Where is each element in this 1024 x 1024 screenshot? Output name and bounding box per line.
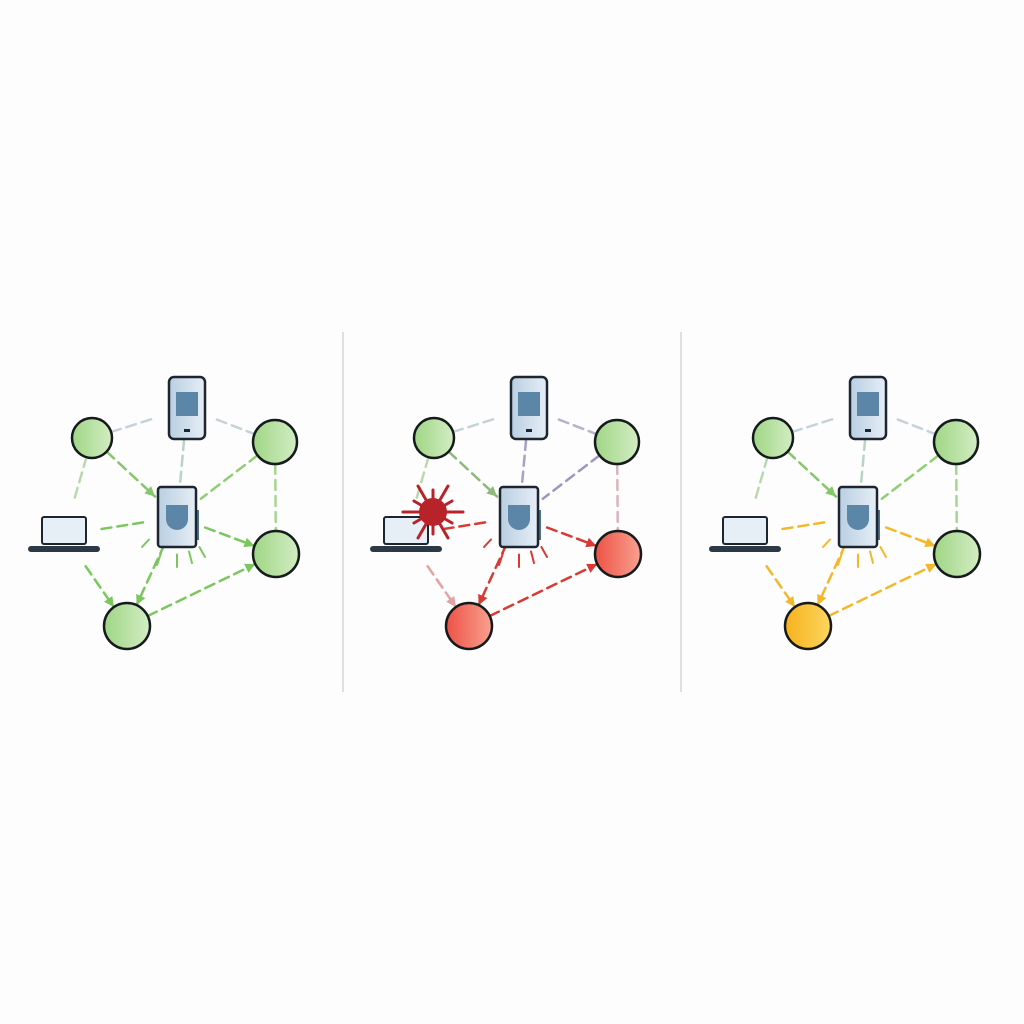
connection-edge (100, 520, 149, 531)
signal-mark (483, 538, 492, 548)
node-healthy (751, 416, 795, 460)
connection-edge (615, 462, 620, 533)
connection-edge (203, 526, 256, 548)
phone-button (526, 429, 532, 432)
node-healthy (932, 529, 982, 579)
arrow-head (104, 596, 114, 608)
connection-edge (859, 438, 867, 489)
phone-button (865, 429, 871, 432)
connection-edge (447, 450, 499, 498)
signal-mark (837, 552, 843, 566)
arrow-head (446, 596, 456, 608)
connection-edge (415, 455, 430, 500)
laptop-icon (28, 516, 100, 552)
laptop-base (370, 546, 442, 552)
laptop-screen (41, 516, 87, 545)
node-healthy (932, 418, 980, 466)
arrow-head (817, 593, 827, 606)
hub-device-icon (156, 485, 199, 549)
arrow-head (925, 563, 937, 573)
connection-edge (146, 562, 257, 618)
connection-edge (781, 520, 830, 531)
connection-edge (754, 455, 769, 500)
smartphone-icon (167, 375, 207, 441)
connection-edge (557, 418, 598, 436)
connection-edge (786, 450, 838, 498)
node-infected (593, 529, 643, 579)
node-healthy (251, 418, 299, 466)
hub-screen (166, 505, 188, 530)
connection-edge (520, 438, 528, 489)
arrow-head (478, 593, 488, 606)
connection-edge (545, 526, 598, 548)
signal-mark (141, 538, 150, 548)
node-healthy (70, 416, 114, 460)
signal-mark (188, 550, 193, 564)
malware-threat-icon (401, 484, 465, 540)
phone-screen (176, 392, 198, 416)
connection-edge (827, 562, 938, 618)
laptop-base (28, 546, 100, 552)
arrow-head (136, 593, 146, 606)
smartphone-icon (848, 375, 888, 441)
signal-mark (869, 550, 874, 564)
node-infected (444, 601, 494, 651)
phone-screen (518, 392, 540, 416)
node-healthy (412, 416, 456, 460)
arrow-head (924, 537, 936, 548)
arrow-head (785, 596, 795, 608)
threat-core (419, 498, 447, 526)
connection-edge (105, 450, 157, 498)
phone-screen (857, 392, 879, 416)
phone-button (184, 429, 190, 432)
signal-mark (822, 538, 831, 548)
connection-edge (442, 520, 491, 531)
connection-edge (541, 454, 601, 501)
arrow-head (585, 537, 597, 548)
hub-device-icon (498, 485, 541, 549)
panel-warning (709, 375, 982, 651)
laptop-icon (709, 516, 781, 552)
signal-mark (156, 552, 162, 566)
smartphone-icon (509, 375, 549, 441)
connection-edge (451, 416, 500, 434)
signal-mark (198, 546, 206, 558)
connection-edge (199, 454, 259, 501)
arrow-head (486, 486, 498, 497)
node-healthy (251, 529, 301, 579)
node-healthy (593, 418, 641, 466)
connection-edge (954, 462, 959, 533)
signal-mark (498, 552, 504, 566)
connection-edge (880, 454, 940, 501)
connection-edge (488, 562, 599, 618)
laptop-screen (722, 516, 768, 545)
signal-mark (879, 546, 887, 558)
node-healthy (102, 601, 152, 651)
panel-infected (370, 375, 643, 651)
hub-screen (508, 505, 530, 530)
connection-edge (790, 416, 839, 434)
connection-edge (896, 418, 937, 436)
connection-edge (73, 455, 88, 500)
connection-edge (215, 418, 256, 436)
connection-edge (109, 416, 158, 434)
connection-edge (178, 438, 186, 489)
arrow-head (243, 537, 255, 548)
node-warning (783, 601, 833, 651)
signal-mark (540, 546, 548, 558)
arrow-head (586, 563, 598, 573)
arrow-head (144, 486, 156, 497)
signal-mark (530, 550, 535, 564)
arrow-head (825, 486, 837, 497)
panel-normal (28, 375, 301, 651)
hub-device-icon (837, 485, 880, 549)
laptop-base (709, 546, 781, 552)
connection-edge (884, 526, 937, 548)
connection-edge (273, 462, 278, 533)
arrow-head (244, 563, 256, 573)
hub-screen (847, 505, 869, 530)
